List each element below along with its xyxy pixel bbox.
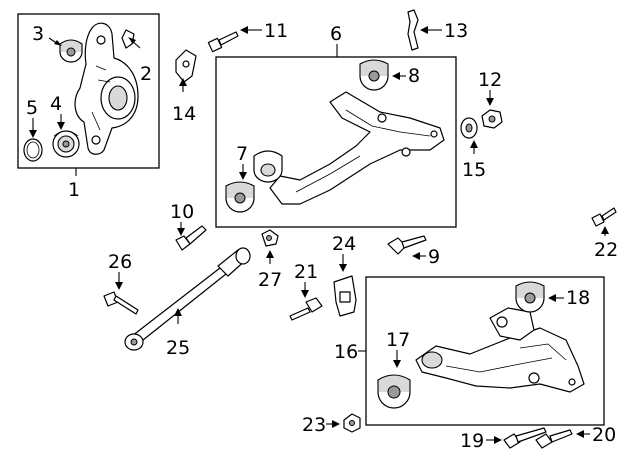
callout-23: 23 xyxy=(302,414,326,436)
callout-13: 13 xyxy=(444,20,468,42)
callout-12: 12 xyxy=(478,69,502,91)
bolt-9 xyxy=(387,235,427,255)
callout-18: 18 xyxy=(566,287,590,309)
bolt-22 xyxy=(591,207,617,227)
callout-22: 22 xyxy=(594,239,618,261)
callout-9: 9 xyxy=(428,246,440,268)
bolt-11 xyxy=(207,31,239,53)
callout-14: 14 xyxy=(172,103,196,125)
callout-25: 25 xyxy=(166,337,190,359)
washer-15 xyxy=(460,117,478,139)
bushing-18 xyxy=(515,281,545,313)
upper-arm-box xyxy=(215,56,457,228)
toe-link-25 xyxy=(124,247,251,351)
bolt-10 xyxy=(175,225,207,251)
callout-26: 26 xyxy=(108,251,132,273)
callout-8: 8 xyxy=(408,65,420,87)
callout-11: 11 xyxy=(264,20,288,42)
upper-control-arm xyxy=(253,91,445,205)
callout-15: 15 xyxy=(462,159,486,181)
clip-13 xyxy=(407,9,419,51)
callout-6: 6 xyxy=(330,23,342,45)
callout-10: 10 xyxy=(170,201,194,223)
callout-24: 24 xyxy=(332,233,356,255)
nut-27 xyxy=(261,229,279,247)
bushing-3 xyxy=(59,39,83,63)
callout-3: 3 xyxy=(32,23,44,45)
bolt-26 xyxy=(103,291,139,315)
callout-4: 4 xyxy=(50,93,62,115)
bracket-24 xyxy=(333,275,357,317)
callout-27: 27 xyxy=(258,269,282,291)
callout-16: 16 xyxy=(334,341,358,363)
bushing-4 xyxy=(52,130,80,158)
bolt-20 xyxy=(535,429,573,449)
bushing-8 xyxy=(359,59,389,91)
callout-19: 19 xyxy=(460,430,484,452)
bushing-17 xyxy=(377,374,411,409)
lower-control-arm xyxy=(415,307,585,393)
nut-12 xyxy=(481,109,503,129)
bushing-7 xyxy=(225,181,255,213)
callout-20: 20 xyxy=(592,424,616,446)
callout-7: 7 xyxy=(236,143,248,165)
knuckle-group-box xyxy=(17,13,160,169)
steering-knuckle xyxy=(74,22,139,155)
nut-23 xyxy=(343,413,361,433)
callout-21: 21 xyxy=(294,261,318,283)
bolt-21 xyxy=(289,297,323,321)
callout-2: 2 xyxy=(140,63,152,85)
bolt-19 xyxy=(503,427,547,449)
callout-5: 5 xyxy=(26,97,38,119)
callout-17: 17 xyxy=(386,329,410,351)
callout-1: 1 xyxy=(68,179,80,201)
